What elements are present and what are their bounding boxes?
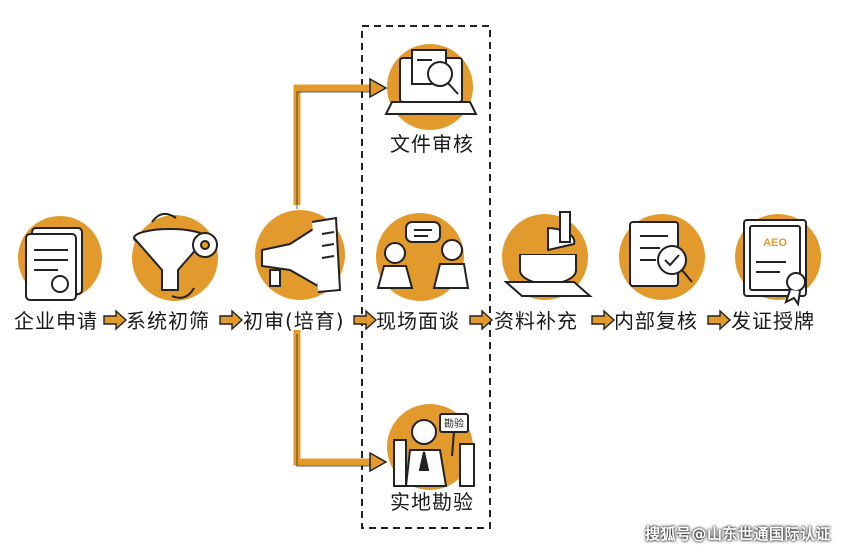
flow-arrows <box>103 309 732 331</box>
step-label-internal-review: 内部复核 <box>614 309 698 333</box>
megaphone-icon <box>261 216 342 293</box>
laptop-magnifier-icon <box>384 49 478 115</box>
certificate-icon <box>743 219 807 307</box>
funnel-gear-icon <box>133 212 218 299</box>
checklist-magnifier-icon <box>629 221 693 287</box>
branch-label-site-inspection: 实地勘验 <box>390 490 474 514</box>
inspector-sign-text: 勘验 <box>444 417 464 430</box>
step-label-interview: 现场面谈 <box>376 309 460 333</box>
step-label-certificate: 发证授牌 <box>731 309 815 333</box>
step-label-initial-review: 初审(培育) <box>243 309 345 333</box>
branch-label-document-review: 文件审核 <box>390 132 474 156</box>
document-stack-icon <box>25 227 83 301</box>
step-label-apply: 企业申请 <box>14 309 98 333</box>
pie-chart-icon <box>503 211 593 297</box>
watermark: 搜狐号@山东世通国际认证 <box>644 525 831 543</box>
dashed-group-box <box>361 25 491 529</box>
branch-arrow-top <box>293 77 388 209</box>
inspector-sign-icon <box>393 413 475 487</box>
certificate-badge-text: AEO <box>763 237 787 249</box>
step-label-supplement: 资料补充 <box>494 309 578 333</box>
step-label-screening: 系统初筛 <box>126 309 210 333</box>
people-talking-icon <box>376 221 470 289</box>
branch-arrow-bottom <box>293 330 388 473</box>
